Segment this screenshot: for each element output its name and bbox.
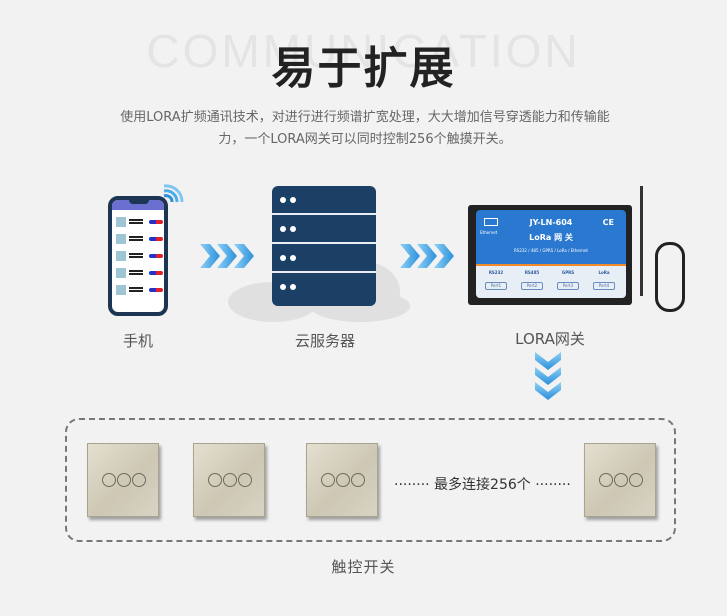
chevron-down-arrows-icon: [535, 352, 561, 400]
node-label-phone: 手机: [122, 332, 153, 350]
description-line-1: 使用LORA扩频通讯技术，对进行进行频谱扩宽处理，大大增加信号穿透能力和传输能: [120, 110, 610, 125]
port-1: Port1: [485, 282, 507, 290]
node-label-server: 云服务器: [294, 332, 355, 350]
port-label: RS485: [524, 270, 540, 275]
switches-label: 触控开关: [331, 558, 396, 576]
smartphone-icon: [108, 196, 168, 316]
description-line-2: 力，一个LORA网关可以同时控制256个触摸开关。: [218, 132, 512, 147]
port-3: Port3: [557, 282, 579, 290]
node-label-gateway: LORA网关: [515, 330, 585, 348]
wifi-icon: [163, 184, 184, 203]
antenna-cable: [655, 242, 685, 312]
gateway-name: LoRa 网 关: [529, 233, 573, 242]
chevron-right-arrows-icon: [400, 244, 454, 268]
gateway-interfaces: RS232 / 485 / GPRS / LoRa / Ethernet: [514, 248, 588, 253]
port-label: RS232: [488, 270, 504, 275]
antenna-icon: [640, 186, 643, 296]
lora-gateway-device: Ethernet JY-LN-604 LoRa 网 关 CE RS232 / 4…: [468, 205, 632, 305]
touch-switch: [193, 443, 265, 517]
port-label: GPRS: [561, 270, 575, 275]
description: 使用LORA扩频通讯技术，对进行进行频谱扩宽处理，大大增加信号穿透能力和传输能 …: [60, 107, 670, 151]
port-4: Port4: [593, 282, 615, 290]
cloud-server-icon: [272, 186, 376, 306]
page-title: 易于扩展: [271, 43, 456, 94]
touch-switch: [584, 443, 656, 517]
port-2: Port2: [521, 282, 543, 290]
max-connections-text: ········ 最多连接256个 ········: [394, 477, 571, 493]
port-label: LoRa: [598, 270, 610, 275]
ethernet-label: Ethernet: [480, 230, 498, 235]
background-watermark: COMMUNICATION: [146, 25, 581, 77]
ethernet-icon: [484, 218, 498, 226]
ce-mark: CE: [602, 218, 614, 227]
touch-switch: [306, 443, 378, 517]
gateway-model: JY-LN-604: [529, 218, 573, 227]
touch-switch: [87, 443, 159, 517]
switches-group: [65, 418, 676, 542]
chevron-right-arrows-icon: [200, 244, 254, 268]
